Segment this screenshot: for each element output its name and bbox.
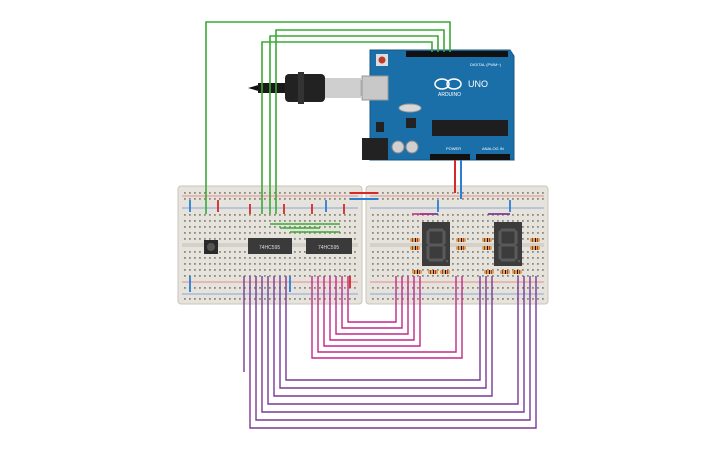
resistor[interactable]: [456, 238, 466, 242]
resistor[interactable]: [412, 270, 422, 274]
magenta-wires[interactable]: [311, 213, 463, 359]
usb-jack: [361, 75, 389, 101]
digital-header-label: DIGITAL (PWM~): [470, 62, 502, 67]
resistor[interactable]: [440, 270, 450, 274]
seven-segment-display-2[interactable]: [494, 222, 522, 266]
capacitor: [391, 140, 405, 154]
digital-header[interactable]: [406, 51, 508, 57]
resistor[interactable]: [530, 246, 540, 250]
analog-header[interactable]: [476, 154, 510, 160]
resistor[interactable]: [484, 270, 494, 274]
resistor[interactable]: [482, 246, 492, 250]
resistor[interactable]: [456, 246, 466, 250]
resistor[interactable]: [512, 270, 522, 274]
resistor[interactable]: [500, 270, 510, 274]
chip-label: 74HC595: [259, 245, 280, 251]
chip-label: 74HC595: [318, 245, 339, 251]
resistor[interactable]: [410, 238, 420, 242]
resistor[interactable]: [410, 246, 420, 250]
capacitor: [405, 140, 419, 154]
atmega-chip: [432, 120, 508, 136]
breadboard-holes[interactable]: [184, 192, 356, 300]
resistor[interactable]: [428, 270, 438, 274]
shift-register-2[interactable]: 74HC595: [306, 238, 352, 254]
usb-chip: [406, 118, 416, 128]
crystal: [398, 103, 422, 113]
analog-header-label: ANALOG IN: [482, 146, 504, 151]
rail-jumpers[interactable]: [350, 160, 462, 200]
seven-segment-display-1[interactable]: [422, 222, 450, 266]
power-header-label: POWER: [446, 146, 461, 151]
green-wires[interactable]: [205, 21, 451, 233]
arduino-uno-board[interactable]: DIGITAL (PWM~) ARDUINO UNO POWER ANALOG …: [361, 49, 515, 161]
regulator-chip: [376, 122, 384, 132]
arduino-brand-label: ARDUINO: [438, 92, 461, 98]
purple-wires[interactable]: [243, 276, 537, 429]
push-button[interactable]: [204, 240, 218, 254]
arduino-model-label: UNO: [468, 79, 488, 89]
shift-register-1[interactable]: 74HC595: [248, 238, 292, 254]
resistor[interactable]: [482, 238, 492, 242]
resistor[interactable]: [530, 238, 540, 242]
power-header[interactable]: [430, 154, 470, 160]
power-jack: [362, 138, 388, 160]
resistors[interactable]: [410, 238, 540, 274]
arduino-logo: [434, 78, 462, 90]
